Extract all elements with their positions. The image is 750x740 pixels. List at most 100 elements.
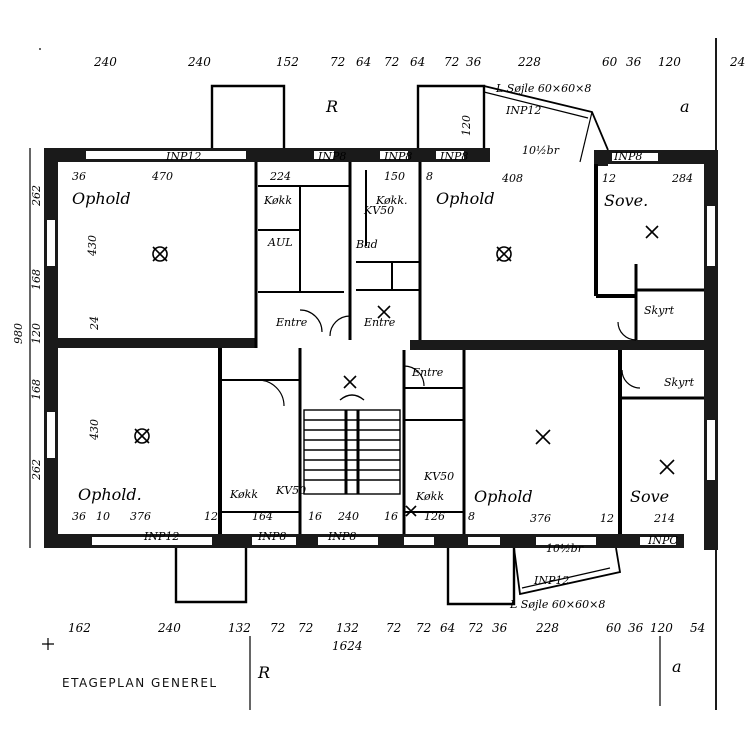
- bottom-dim: 64: [440, 621, 455, 635]
- plan-caption: ETAGEPLAN GENEREL: [62, 676, 218, 690]
- bottom-dim: 132: [228, 621, 251, 635]
- room-label-skyrt: Skyrt: [644, 304, 675, 317]
- room-label-kokken: Køkk: [415, 490, 444, 503]
- top-dim: 120: [658, 55, 681, 69]
- bottom-dim: 240: [157, 621, 181, 635]
- bottom-dim: 72: [386, 621, 401, 635]
- room-dim: 12: [600, 512, 614, 525]
- section-marker: R: [325, 97, 338, 116]
- left-dim: 120: [30, 323, 43, 344]
- room-dim: 120: [460, 115, 473, 136]
- room-dim: 150: [384, 170, 405, 183]
- top-dim: 240: [187, 55, 211, 69]
- top-dim: 240: [93, 55, 117, 69]
- top-dim: 36: [466, 55, 482, 69]
- bottom-dim: 72: [298, 621, 313, 635]
- bottom-dim: 54: [690, 621, 705, 635]
- kv-label: KV50: [363, 204, 394, 217]
- section-marker: a: [672, 657, 682, 676]
- room-dim: 470: [151, 170, 173, 183]
- room-label-ophold: Ophold.: [78, 485, 142, 504]
- room-dim: 224: [269, 170, 291, 183]
- left-dim: 168: [30, 379, 43, 400]
- room-dim: 214: [653, 512, 675, 525]
- kv-label: KV50: [275, 484, 306, 497]
- room-label-aul: AUL: [267, 236, 293, 249]
- crosshair-icon: [42, 638, 54, 650]
- beam-label: INP8: [327, 530, 356, 543]
- room-dim: 8: [426, 170, 433, 183]
- bottom-dim: 60: [606, 621, 622, 635]
- room-dim: 376: [130, 510, 151, 523]
- beam-label: INP12: [143, 530, 179, 543]
- left-dim: 980: [12, 323, 25, 344]
- room-dim: 164: [252, 510, 273, 523]
- room-labels: Ophold Ophold Sove. Ophold. Ophold Sove …: [72, 144, 695, 555]
- interior-walls: [218, 162, 704, 534]
- room-dimension-labels: 36 470 224 150 8 408 12 284 36 10 376 12…: [72, 115, 693, 525]
- room-label-entre: Entre: [363, 316, 396, 329]
- section-marker: a: [680, 97, 690, 116]
- bottom-dim: 36: [492, 621, 508, 635]
- beam-label: INPC: [647, 534, 678, 547]
- top-dim: 64: [356, 55, 371, 69]
- room-dim: 12: [204, 510, 218, 523]
- door-swings: [257, 309, 641, 407]
- room-dim: 408: [501, 172, 523, 185]
- balconies: [174, 84, 622, 606]
- beam-label: INP12: [533, 574, 569, 587]
- top-dim: 60: [602, 55, 618, 69]
- room-dim: 430: [86, 235, 99, 257]
- room-label-kokken: Køkk: [229, 488, 258, 501]
- bottom-dim: 72: [416, 621, 431, 635]
- room-dim: 284: [671, 172, 693, 185]
- room-dim: 240: [337, 510, 359, 523]
- top-dim: 24: [729, 55, 745, 69]
- bottom-dim: 132: [336, 621, 359, 635]
- fixtures: [134, 225, 675, 517]
- total-dim: 1624: [332, 639, 363, 653]
- top-dim: 72: [444, 55, 459, 69]
- outer-walls: [44, 148, 718, 550]
- column-label: L Søjle 60×60×8: [495, 82, 591, 95]
- room-dim: 8: [468, 510, 475, 523]
- room-label-sove: Sove.: [604, 191, 648, 210]
- room-dim: 16: [384, 510, 398, 523]
- top-dim: 228: [517, 55, 541, 69]
- section-marker: R: [257, 663, 270, 682]
- room-dim: 126: [424, 510, 445, 523]
- room-dim: 36: [72, 510, 86, 523]
- room-dim: 10: [96, 510, 110, 523]
- left-dim: 168: [30, 269, 43, 290]
- beam-label: INP12: [165, 150, 201, 163]
- top-dim: 64: [410, 55, 425, 69]
- left-dim: 262: [30, 459, 43, 481]
- room-dim: 12: [602, 172, 616, 185]
- room-label-kokken: Køkk: [263, 194, 292, 207]
- room-dim: 36: [72, 170, 86, 183]
- top-dim: 72: [330, 55, 345, 69]
- room-label-ophold: Ophold: [72, 189, 131, 208]
- top-dim: 72: [384, 55, 399, 69]
- room-note: 10½br: [522, 144, 560, 157]
- room-note: 10½br: [546, 542, 584, 555]
- room-label-bad: Bad: [355, 238, 378, 251]
- bottom-dim: 228: [535, 621, 559, 635]
- room-dim: 376: [530, 512, 551, 525]
- room-label-skyrt: Skyrt: [664, 376, 695, 389]
- bottom-dimension-row: 162 240 132 72 72 132 72 72 64 72 36 228…: [42, 621, 705, 653]
- top-dim: 36: [626, 55, 642, 69]
- beam-label: INP12: [505, 104, 541, 117]
- room-label-kokken: Køkk.: [375, 194, 407, 207]
- room-label-ophold: Ophold: [474, 487, 533, 506]
- room-label-entre: Entre: [411, 366, 444, 379]
- column-label: L Søjle 60×60×8: [509, 598, 605, 611]
- beam-label: INP8: [257, 530, 286, 543]
- bottom-dim: 36: [628, 621, 644, 635]
- room-label-sove: Sove: [630, 487, 669, 506]
- beam-label: INP8: [439, 150, 468, 163]
- beam-label: INP8: [383, 150, 412, 163]
- room-dim: 430: [88, 419, 101, 441]
- beam-label: INP8: [613, 150, 642, 163]
